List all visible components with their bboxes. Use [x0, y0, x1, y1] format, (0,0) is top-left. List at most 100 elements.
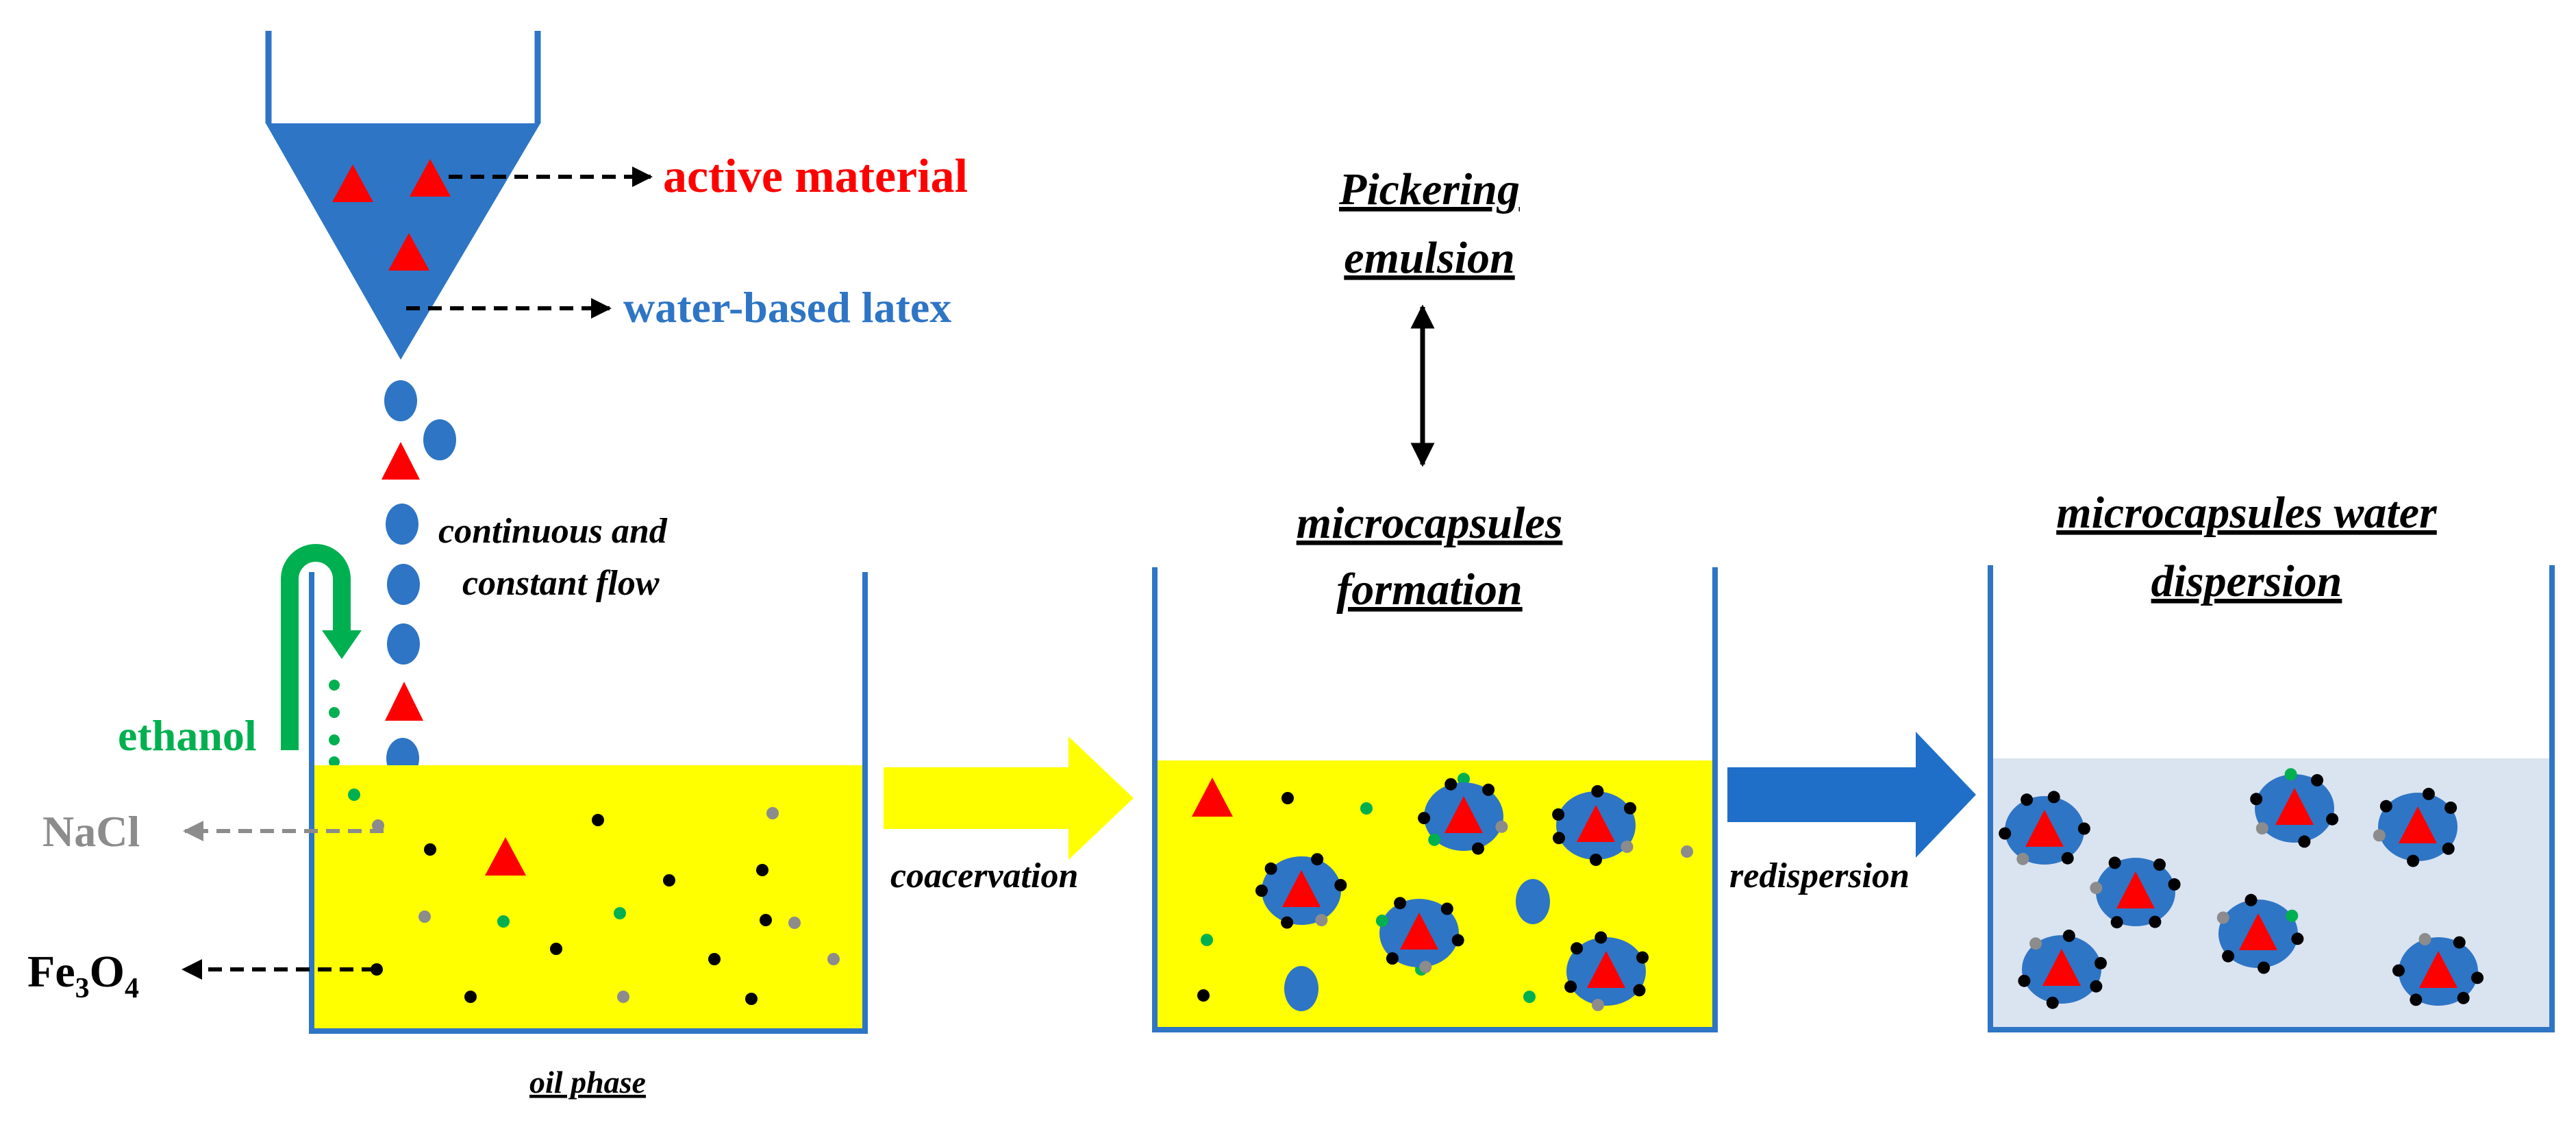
microcapsule-particle: [2153, 858, 2166, 871]
microcapsule-particle: [2046, 996, 2059, 1009]
microcapsule-particle: [2258, 961, 2271, 974]
dispersion-label-line2: dispersion: [2151, 556, 2342, 606]
microcapsule-particle: [1472, 842, 1484, 855]
microcapsule-particle: [1428, 833, 1441, 846]
microcapsule-particle: [2108, 856, 2121, 869]
microcapsule-particle: [1592, 998, 1604, 1011]
microcapsule-particle: [1591, 785, 1604, 797]
coacervation-label: coacervation: [890, 856, 1078, 895]
microcapsule-particle: [1334, 879, 1347, 891]
microcapsule-particle: [2444, 802, 2458, 814]
microcapsule-particle: [2077, 822, 2090, 835]
microcapsule-particle: [1624, 802, 1636, 815]
microcapsule-particle: [2216, 911, 2229, 924]
microcapsule-particle: [1564, 980, 1577, 993]
microcapsule-particle: [2418, 932, 2431, 945]
microcapsule-particle: [1571, 942, 1584, 955]
microcapsule-particle: [2453, 936, 2466, 949]
microcapsule-particle: [1552, 808, 1565, 821]
funnel: [265, 31, 541, 360]
microcapsule-particle: [2442, 842, 2455, 855]
microcapsule-particle: [2149, 915, 2162, 928]
microcapsule-particle: [2471, 971, 2484, 984]
microcapsule-particle: [1595, 931, 1608, 944]
beaker-walls: [1988, 565, 2555, 1032]
microcapsule-particle: [2373, 829, 2386, 842]
microcapsule-particle: [1311, 853, 1324, 866]
pickering-label-line2: emulsion: [1344, 233, 1514, 283]
beaker-walls: [1152, 567, 1718, 1032]
microcapsule-particle: [1394, 897, 1407, 910]
microcapsule-particle: [1495, 820, 1508, 833]
active-material-particle: [385, 682, 423, 721]
microcapsule-particle: [2062, 929, 2075, 942]
flow-label-line1: continuous and: [438, 512, 668, 551]
nacl-label: NaCl: [42, 807, 140, 856]
latex-droplet: [386, 504, 418, 545]
coacervation-arrow: [884, 736, 1134, 860]
ethanol-drop: [329, 756, 340, 767]
ethanol-inlet: [281, 544, 362, 767]
latex-droplet: [387, 623, 420, 665]
redispersion-label: redispersion: [1729, 856, 1910, 895]
microcapsule-core: [2275, 788, 2314, 825]
microcapsule-particle: [1636, 951, 1649, 964]
droplet-stream: [382, 380, 488, 812]
fe3o4-label: Fe3O4: [27, 947, 139, 1004]
microcapsule-particle: [1553, 832, 1565, 845]
latex-droplet: [423, 419, 456, 460]
oil-phase-label: oil phase: [529, 1065, 646, 1100]
microcapsule-particle: [2090, 980, 2103, 993]
microcapsule-particle: [2255, 822, 2268, 835]
microcapsule-particle: [2284, 768, 2297, 781]
ethanol-tube: [281, 544, 351, 750]
microcapsule-particle: [1621, 841, 1634, 853]
microcapsule-particle: [2311, 773, 2324, 786]
latex-droplet: [1284, 966, 1318, 1011]
microcapsule-particle: [1590, 854, 1602, 866]
microcapsule-particle: [2410, 993, 2423, 1006]
microcapsule-particle: [2286, 909, 2299, 922]
microcapsule-particle: [2061, 852, 2074, 865]
active-material-particle: [332, 164, 373, 202]
microcapsule-particle: [2457, 991, 2470, 1004]
beaker-walls: [309, 572, 868, 1034]
ethanol-drop: [329, 680, 340, 691]
microcapsule-particle: [1315, 914, 1328, 927]
microcapsule-particle: [2407, 854, 2420, 867]
microcapsule-particle: [2291, 932, 2304, 945]
microcapsule-particle: [2392, 964, 2405, 977]
latex-droplet: [1516, 879, 1550, 924]
microcapsules: [1255, 768, 2484, 1011]
microcapsule-core: [2239, 913, 2277, 950]
oil-phase-liquid: [312, 765, 865, 1031]
ethanol-flow-arrowhead: [322, 630, 362, 659]
microcapsule-core: [2042, 949, 2081, 986]
microcapsule-core: [1577, 805, 1615, 842]
microcapsule-particle: [2250, 793, 2263, 806]
microcapsule-particle: [2422, 787, 2435, 800]
microcapsule-core: [2025, 810, 2064, 847]
microcapsule-core: [1400, 913, 1438, 950]
microcapsule-particle: [1482, 783, 1495, 796]
pickering-label-line1: Pickering: [1338, 164, 1520, 214]
active-material-label: active material: [663, 150, 968, 203]
flow-label-line2: constant flow: [462, 564, 660, 603]
microcapsule-particle: [1633, 984, 1646, 997]
microcapsule-particle: [1386, 952, 1399, 965]
microcapsule-particle: [2326, 813, 2339, 826]
microcapsule-particle: [1451, 934, 1464, 947]
microcapsule-particle: [1264, 862, 1277, 875]
latex-droplet: [384, 380, 417, 421]
microcapsule-particle: [2090, 882, 2103, 895]
redispersion-arrow: [1727, 732, 1976, 858]
active-material-particle: [382, 442, 420, 480]
beaker-oil-phase: [309, 572, 868, 1034]
active-material-particle: [485, 837, 526, 876]
microcapsule-particle: [2029, 937, 2042, 950]
formation-label-line1: microcapsules: [1297, 498, 1563, 548]
water-based-latex-label: water-based latex: [623, 283, 951, 332]
latex-funnel-cone: [266, 123, 540, 360]
